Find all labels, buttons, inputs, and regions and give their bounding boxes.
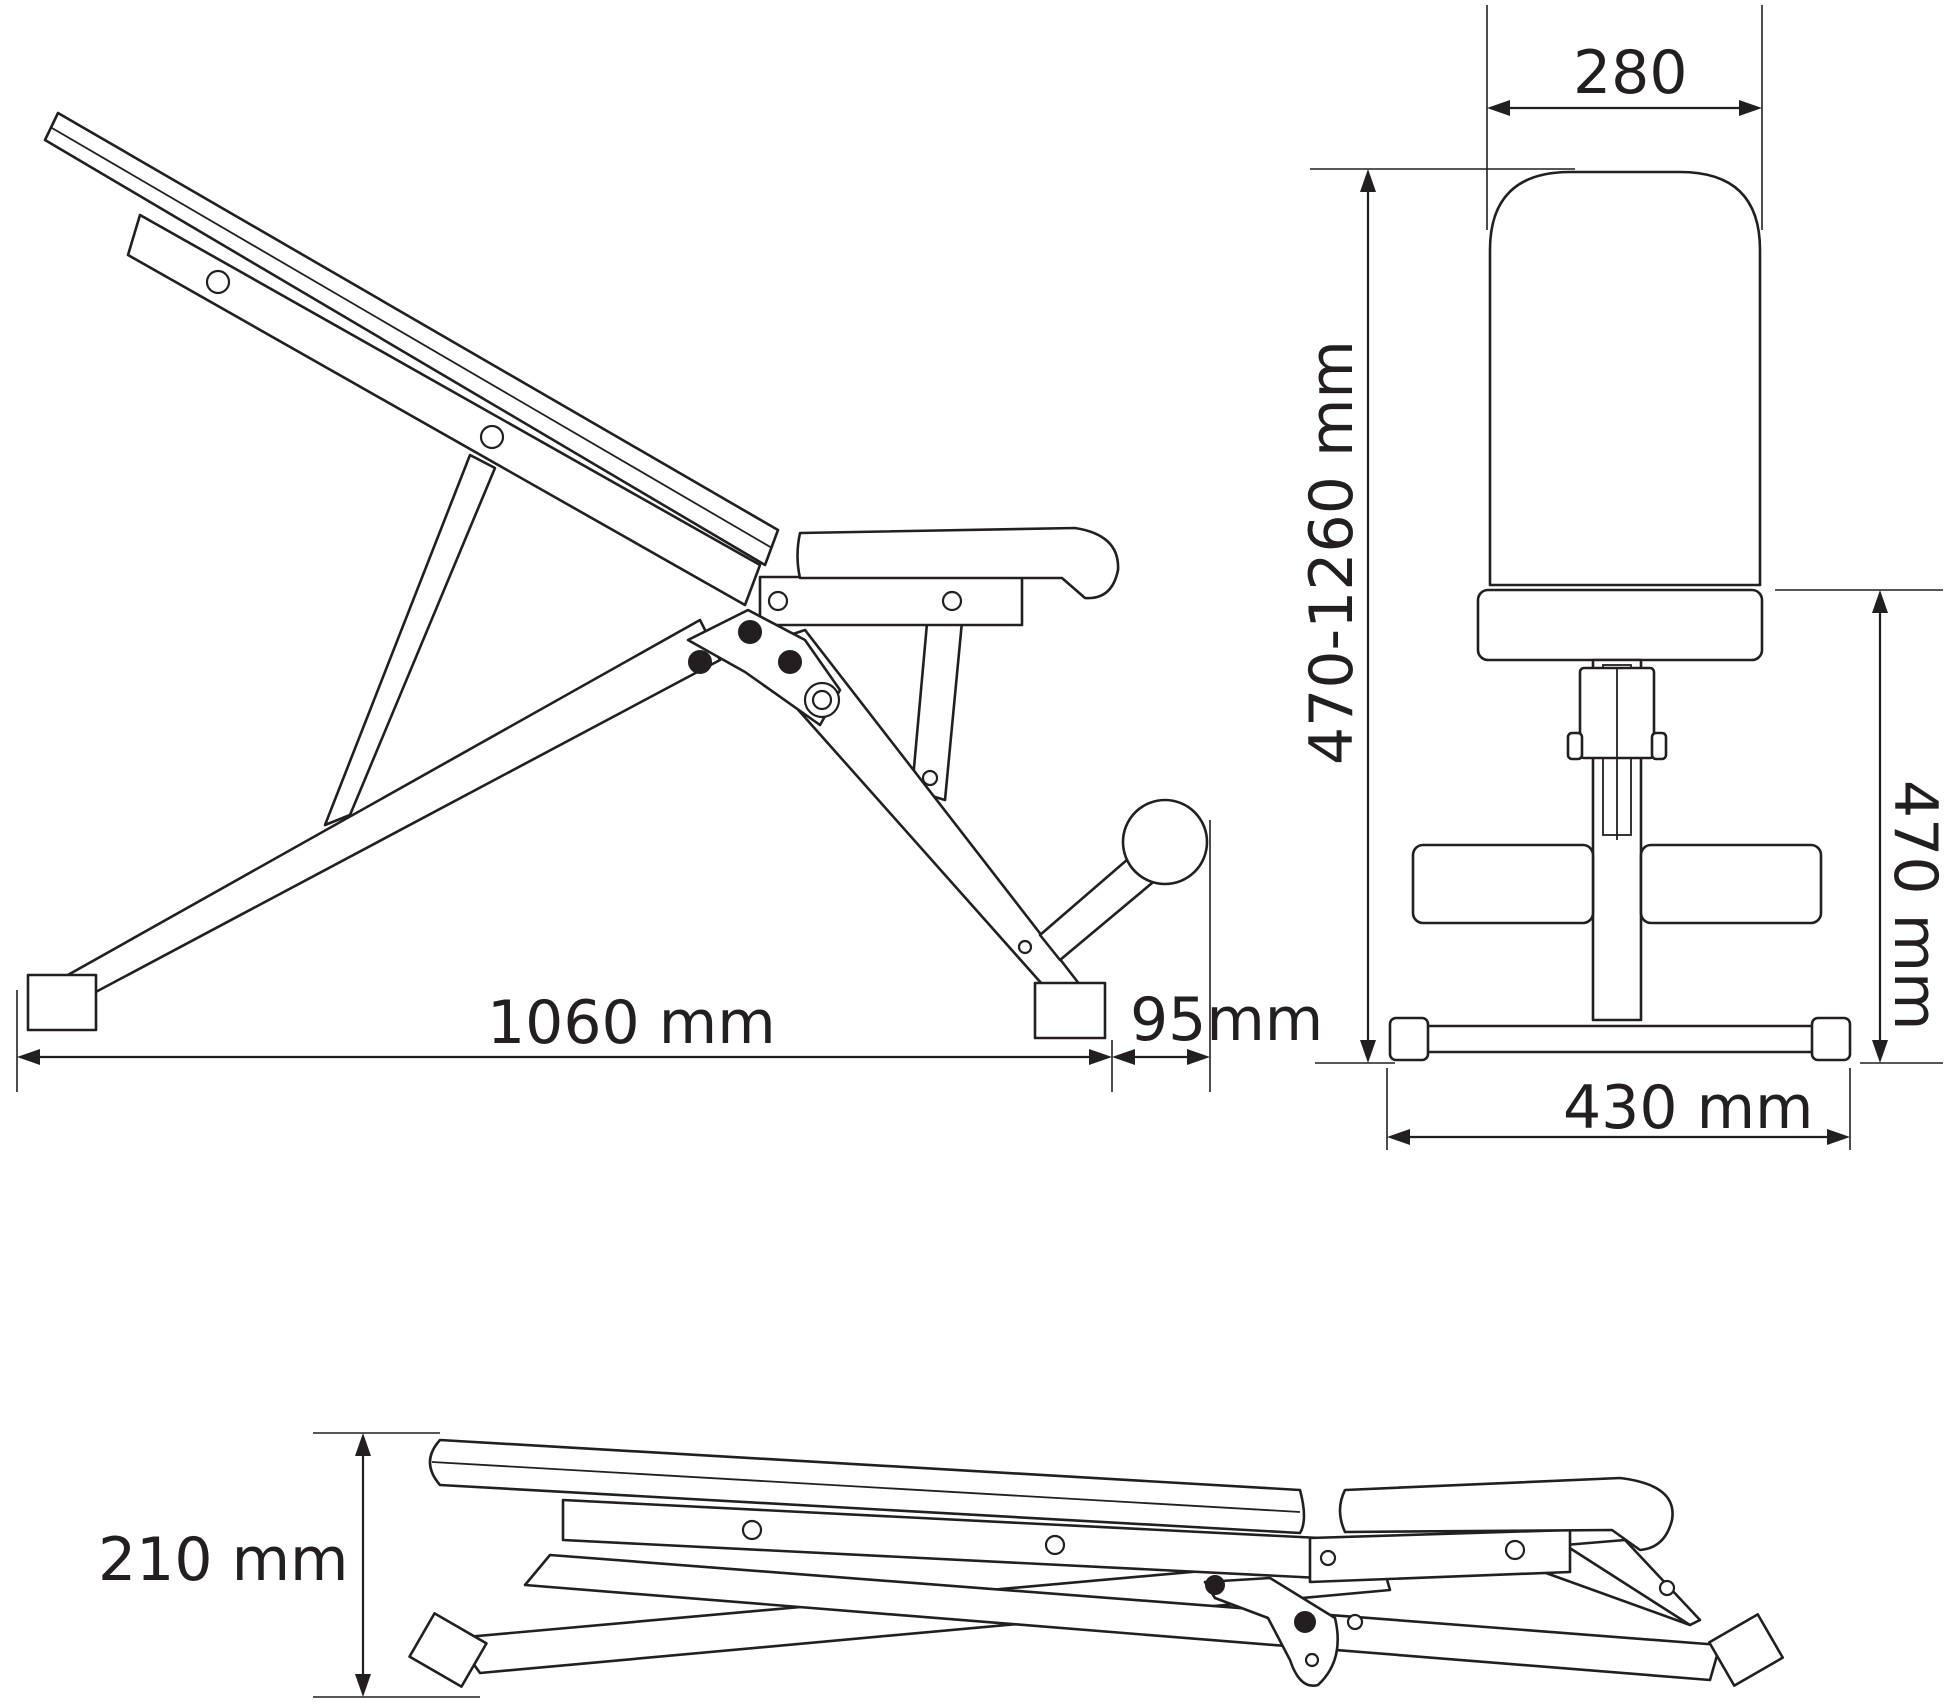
backrest-frame-hole <box>479 424 505 450</box>
flat-pivot-bracket <box>1203 1576 1339 1687</box>
pivot-bolt <box>688 650 712 674</box>
height-range-label: 470-1260 mm <box>1297 340 1367 765</box>
front-roller-right <box>1639 843 1823 925</box>
flat-seat-support <box>1563 1538 1702 1627</box>
front-foot-right <box>1810 1016 1852 1062</box>
front-base-bar <box>1423 1024 1817 1054</box>
pivot-bracket <box>686 608 842 727</box>
backrest-width-label: 280 <box>1573 38 1688 108</box>
seat-frame-hole <box>941 590 963 612</box>
front-foot <box>1033 981 1107 1040</box>
seat-support-hole <box>921 769 939 787</box>
rear-foot <box>26 973 98 1032</box>
front-leg-hole <box>1017 939 1033 955</box>
seat-frame-hole <box>767 590 789 612</box>
backrest-pad <box>43 111 780 567</box>
backrest-frame-hole <box>205 269 231 295</box>
front-view: 280 470-1260 mm 470 mm 430 mm <box>1297 5 1950 1150</box>
backrest-frame <box>126 213 762 607</box>
roller-offset-dimension-label: 95mm <box>1130 985 1323 1055</box>
side-view-inclined: 1060 mm 95mm <box>16 111 1323 1092</box>
seat-height-label: 470 mm <box>1880 780 1950 1031</box>
seat-pad <box>796 526 1120 600</box>
front-foot-left <box>1388 1016 1430 1062</box>
flat-seat-pad <box>1338 1476 1674 1552</box>
pivot-bolt <box>738 620 762 644</box>
adjust-knob-center <box>811 689 833 711</box>
seat-frame <box>758 575 1024 627</box>
front-knob-right <box>1650 731 1668 761</box>
flat-height-label: 210 mm <box>98 1525 349 1595</box>
base-width-label: 430 mm <box>1563 1073 1814 1143</box>
flat-foot-rear <box>408 1612 488 1688</box>
pivot-bolt <box>778 650 802 674</box>
front-roller-left <box>1411 843 1595 925</box>
flat-seat-frame <box>1308 1528 1572 1584</box>
flat-foot-front <box>1707 1613 1785 1687</box>
length-dimension-label: 1060 mm <box>487 988 776 1058</box>
front-knob-left <box>1566 731 1584 761</box>
backrest-strut <box>323 453 497 827</box>
backrest-pad-seam <box>51 127 773 549</box>
leg-roller <box>1121 798 1209 886</box>
front-seat-pad <box>1476 588 1764 662</box>
side-view-flat: 210 mm <box>98 1432 1785 1698</box>
front-backrest-pad <box>1488 170 1762 587</box>
